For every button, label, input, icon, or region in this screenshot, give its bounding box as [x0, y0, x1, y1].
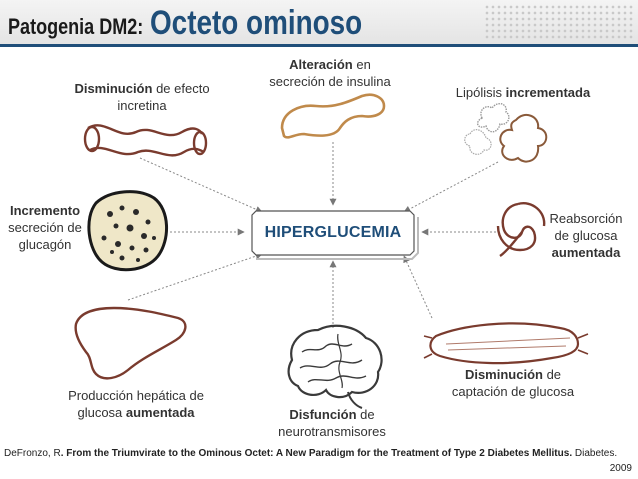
label-renal-reabsorption: Reabsorción de glucosa aumentada: [549, 211, 623, 260]
arrow-lipolysis: [403, 161, 499, 213]
label-glucose-uptake: Disminución de captación de glucosa: [451, 367, 575, 399]
citation-year: 2009: [609, 463, 632, 474]
label-lipolysis: Lipólisis incrementada: [455, 85, 591, 100]
label-neurotransmitters: Disfunción de neurotransmisores: [278, 407, 386, 439]
muscle-icon: [423, 322, 589, 365]
adipose-icon: [464, 102, 548, 163]
title-bar: Patogenia DM2: Octeto ominoso: [0, 0, 638, 44]
title-divider: [0, 44, 638, 47]
citation: DeFronzo, R. From the Triumvirate to the…: [4, 448, 618, 459]
label-incretin: Disminución de efecto incretina: [74, 81, 210, 113]
intestine-icon: [83, 124, 208, 157]
label-hepatic-production: Producción hepática de glucosa aumentada: [68, 388, 204, 420]
title-dot-pattern: [484, 4, 634, 40]
islet-cell-icon: [87, 190, 169, 272]
center-hyperglycemia: HIPERGLUCEMIA: [264, 224, 402, 241]
kidney-icon: [496, 202, 546, 257]
pancreas-icon: [280, 93, 386, 139]
brain-icon: [287, 324, 383, 409]
label-insulin-secretion: Alteración en secreción de insulina: [269, 57, 391, 89]
liver-icon: [74, 306, 187, 380]
page-title: Octeto ominoso: [150, 4, 363, 42]
label-glucagon: Incremento secreción de glucagón: [8, 203, 82, 252]
arrow-uptake: [403, 255, 433, 319]
center-box: [251, 210, 415, 256]
title-prefix: Patogenia DM2:: [8, 14, 144, 39]
